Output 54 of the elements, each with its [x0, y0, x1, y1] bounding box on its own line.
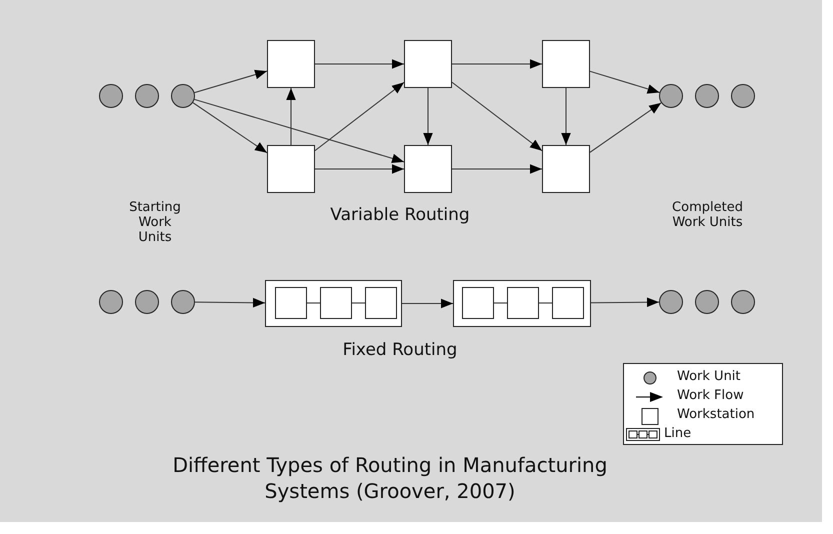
- legend-label: Work Flow: [677, 388, 744, 403]
- work-unit-circle: [659, 290, 683, 314]
- caption: Different Types of Routing in Manufacturing Systems (Groover, 2007): [172, 452, 608, 504]
- arrow: [314, 59, 404, 69]
- arrow: [590, 70, 660, 94]
- arrow: [561, 88, 571, 146]
- workstation-box: [365, 287, 397, 319]
- work-unit-circle: [731, 84, 755, 108]
- work-unit-circle: [99, 84, 123, 108]
- connector-line: [538, 302, 552, 304]
- connector-line: [494, 302, 508, 304]
- connector-line: [352, 302, 366, 304]
- arrow: [194, 298, 266, 308]
- arrow: [452, 59, 542, 69]
- arrow: [452, 164, 542, 174]
- legend-label: Workstation: [677, 407, 755, 422]
- work-unit-circle: [731, 290, 755, 314]
- section-title: Variable Routing: [329, 205, 471, 225]
- legend-label: Line: [664, 426, 692, 441]
- workstation-box: [542, 40, 590, 88]
- arrow: [192, 102, 268, 154]
- work-unit-circle: [135, 290, 159, 314]
- arrow: [402, 298, 454, 308]
- arrow: [286, 88, 296, 146]
- workstation-box: [404, 40, 452, 88]
- workstation-box: [404, 145, 452, 193]
- work-unit-circle: [695, 84, 719, 108]
- work-unit-circle: [99, 290, 123, 314]
- workstation-box: [275, 287, 307, 319]
- section-title: Fixed Routing: [342, 340, 458, 360]
- workstation-box: [542, 145, 590, 193]
- arrow: [452, 82, 542, 152]
- arrow: [194, 98, 404, 164]
- workstation-box: [267, 40, 315, 88]
- arrow: [590, 102, 662, 153]
- starting-label: Starting Work Units: [128, 200, 182, 245]
- workstation-box: [462, 287, 494, 319]
- work-unit-circle: [135, 84, 159, 108]
- workstation-box: [507, 287, 539, 319]
- arrow: [590, 297, 660, 308]
- arrow: [314, 164, 404, 174]
- workstation-box: [552, 287, 584, 319]
- legend-label: Work Unit: [677, 369, 741, 384]
- completed-label: Completed Work Units: [671, 200, 744, 230]
- arrow: [423, 88, 433, 146]
- arrow: [194, 70, 268, 94]
- work-unit-circle: [171, 290, 195, 314]
- workstation-box: [320, 287, 352, 319]
- work-unit-circle: [659, 84, 683, 108]
- work-unit-circle: [695, 290, 719, 314]
- arrow: [314, 82, 404, 152]
- workstation-box: [267, 145, 315, 193]
- connector-line: [306, 302, 320, 304]
- work-unit-circle: [171, 84, 195, 108]
